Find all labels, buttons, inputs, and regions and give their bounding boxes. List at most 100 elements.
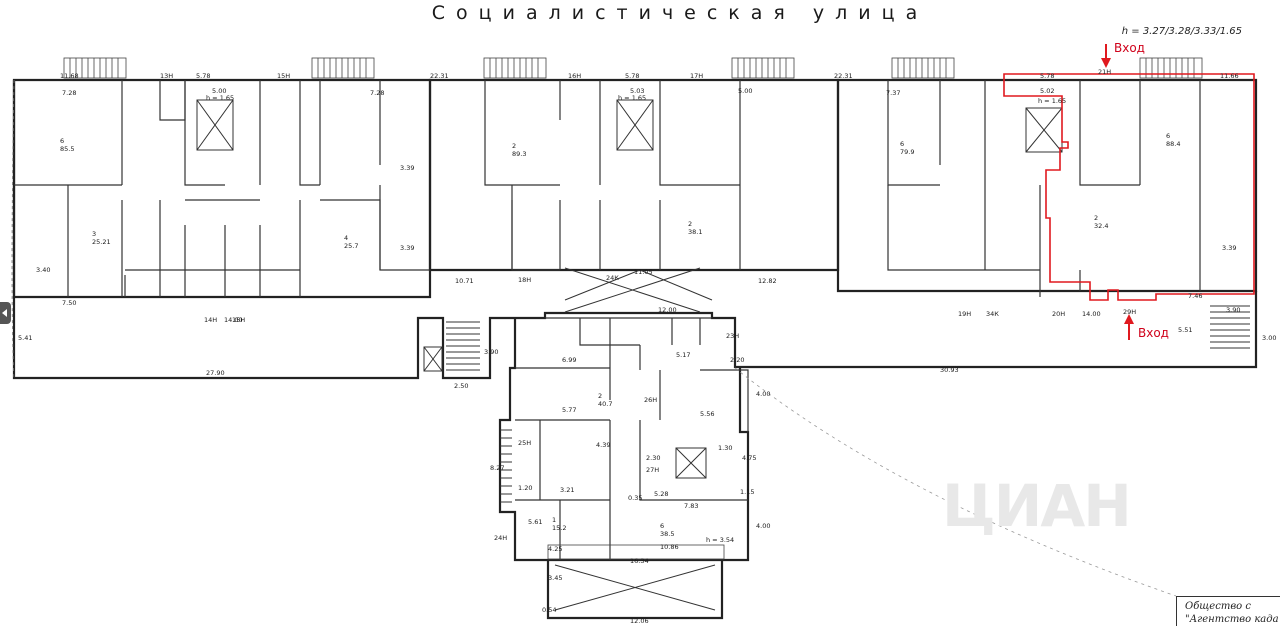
dim-label: 7.83 — [684, 502, 698, 510]
dim-label: 3.00 — [1262, 334, 1276, 342]
stamp-line-2: "Агентство када — [1185, 614, 1279, 625]
height-label: h = 1.65 — [1038, 97, 1066, 105]
height-label: h = 1.65 — [206, 94, 234, 102]
dim-label: 5.78 — [625, 72, 639, 80]
window-strips — [63, 57, 1203, 560]
dim-label: 5.56 — [700, 410, 714, 418]
dim-label: 15Н — [277, 72, 290, 80]
side-panel-toggle-icon[interactable] — [0, 302, 11, 324]
dim-label: 4.00 — [756, 390, 770, 398]
height-label: h = 1.65 — [618, 94, 646, 102]
highlighted-unit-outline — [1003, 73, 1255, 301]
dim-label: 11.05 — [634, 268, 653, 276]
entrance-top-arrow-icon — [1101, 58, 1111, 68]
dim-label: 7.37 — [886, 89, 900, 97]
unit-label: 29Н — [1123, 308, 1136, 316]
dim-label: 3.45 — [548, 574, 562, 582]
dim-label: 10.71 — [455, 277, 474, 285]
dim-label: 2.50 — [454, 382, 468, 390]
dim-label: 0.35 — [628, 494, 642, 502]
dim-label: 4.75 — [742, 454, 756, 462]
dim-label: 27.90 — [206, 369, 225, 377]
unit-label: 19Н — [958, 310, 971, 318]
ceiling-heights-note: h = 3.27/3.28/3.33/1.65 — [1121, 26, 1242, 37]
stamp-line-1: Общество с — [1185, 601, 1251, 612]
dim-label: 0.54 — [542, 606, 556, 614]
site-outline — [11, 79, 15, 381]
dim-label: 3.90 — [484, 348, 498, 356]
unit-label: 24Н — [494, 534, 507, 542]
dim-label: 14.00 — [1082, 310, 1101, 318]
dim-label: 5.00 — [212, 87, 226, 95]
entrance-bottom-label: Вход — [1138, 326, 1169, 340]
dim-label: 12.06 — [630, 617, 649, 625]
dim-label: 5.78 — [196, 72, 210, 80]
dim-label: 4.00 — [756, 522, 770, 530]
dim-label: 3.39 — [400, 244, 414, 252]
dim-label: 2.30 — [646, 454, 660, 462]
surveyor-stamp: Общество с "Агентство када — [1176, 596, 1280, 626]
dim-label: 7.50 — [62, 299, 76, 307]
unit-label: 27Н — [646, 466, 659, 474]
dim-label: 4.39 — [596, 441, 610, 449]
dim-label: 12.82 — [758, 277, 777, 285]
dim-label: 1.30 — [718, 444, 732, 452]
entrance-top-label: Вход — [1114, 41, 1145, 55]
unit-label: 34К — [986, 310, 999, 318]
dim-label: 5.17 — [676, 351, 690, 359]
dim-label: 5.61 — [528, 518, 542, 526]
plan-labels: 11.68 5.78 13Н 15Н 22.31 5.78 16Н 17Н 22… — [18, 68, 1276, 625]
main-building-walls — [12, 78, 1258, 620]
dim-label: 7.46 — [1188, 292, 1202, 300]
unit-label: 24К — [606, 274, 619, 282]
dim-label: 3.21 — [560, 486, 574, 494]
dim-label: 5.28 — [654, 490, 668, 498]
cian-watermark: ЦИАН — [942, 472, 1132, 540]
dim-label: 5.41 — [18, 334, 32, 342]
dim-label: 1.15 — [740, 488, 754, 496]
dim-label: 1.20 — [518, 484, 532, 492]
unit-label: 15Н — [232, 316, 245, 324]
dim-label: 4.25 — [548, 545, 562, 553]
dim-label: 13Н — [160, 72, 173, 80]
dim-label: 3.90 — [1226, 306, 1240, 314]
dim-label: 11.66 — [1220, 72, 1239, 80]
dim-label: 5.02 — [1040, 87, 1054, 95]
unit-label: 14Н — [204, 316, 217, 324]
dim-label: 14.00 — [224, 316, 243, 324]
unit-label: 20Н — [1052, 310, 1065, 318]
unit-label: 25Н — [518, 439, 531, 447]
entrance-bottom-arrow-icon — [1124, 314, 1134, 324]
street-title: Социалистическая улица — [431, 2, 929, 24]
dim-label: 8.27 — [490, 464, 504, 472]
dim-label: 3.39 — [400, 164, 414, 172]
unit-label: 23Н — [726, 332, 739, 340]
dim-label: 5.78 — [1040, 72, 1054, 80]
dim-label: 5.51 — [1178, 326, 1192, 334]
dim-label: 5.03 — [630, 87, 644, 95]
dim-label: 21Н — [1098, 68, 1111, 76]
height-label: h = 3.54 — [706, 536, 734, 544]
dim-label: 2.20 — [730, 356, 744, 364]
dim-label: 16.34 — [630, 557, 649, 565]
interior-walls — [14, 80, 1201, 560]
dim-label: 5.00 — [738, 87, 752, 95]
dim-label: 7.28 — [370, 89, 384, 97]
unit-label: 18Н — [518, 276, 531, 284]
dim-label: 7.28 — [62, 89, 76, 97]
dim-label: 11.68 — [60, 72, 79, 80]
dim-label: 6.99 — [562, 356, 576, 364]
site-outline-right — [734, 367, 1177, 597]
dim-label: 12.00 — [658, 306, 677, 314]
